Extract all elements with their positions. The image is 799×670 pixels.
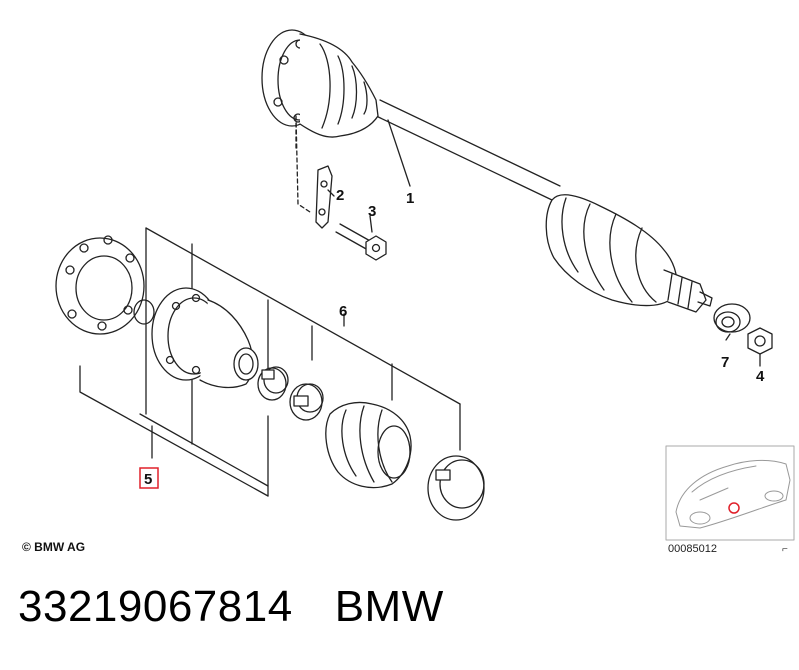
callout-7: 7 bbox=[721, 354, 729, 371]
callout-6: 6 bbox=[339, 303, 347, 320]
callout-3: 3 bbox=[368, 203, 376, 220]
repair-kit-bracket bbox=[79, 227, 461, 497]
corner-mark-icon: ⌐ bbox=[782, 544, 788, 555]
hex-bolt-part bbox=[335, 223, 387, 261]
clamp-band-medium bbox=[289, 383, 324, 421]
callout-5: 5 bbox=[144, 471, 152, 488]
circlip-part bbox=[133, 299, 155, 325]
hex-nut-part bbox=[747, 327, 773, 355]
exploded-parts-diagram: 1 2 3 4 5 6 7 bbox=[55, 29, 795, 541]
callout-5-highlight-box bbox=[139, 467, 159, 489]
callout-4: 4 bbox=[756, 368, 765, 385]
flange-plate-part bbox=[55, 235, 145, 335]
inner-boot-part bbox=[199, 299, 259, 389]
outer-boot-part bbox=[325, 401, 412, 489]
clamp-band-small bbox=[257, 366, 289, 401]
vehicle-thumbnail bbox=[665, 445, 795, 541]
diagram-number: 00085012 bbox=[668, 543, 717, 555]
clamp-band-large bbox=[427, 455, 485, 521]
drive-shaft-part bbox=[261, 29, 713, 313]
brand-name: BMW bbox=[334, 582, 444, 631]
lock-plate-part bbox=[315, 165, 333, 229]
collar-nut-part bbox=[713, 303, 751, 333]
copyright-text: © BMW AG bbox=[22, 540, 86, 554]
part-number: 33219067814 bbox=[18, 582, 293, 631]
product-caption: 33219067814 BMW bbox=[18, 582, 444, 632]
callout-1: 1 bbox=[406, 190, 414, 207]
callout-2: 2 bbox=[336, 187, 344, 204]
